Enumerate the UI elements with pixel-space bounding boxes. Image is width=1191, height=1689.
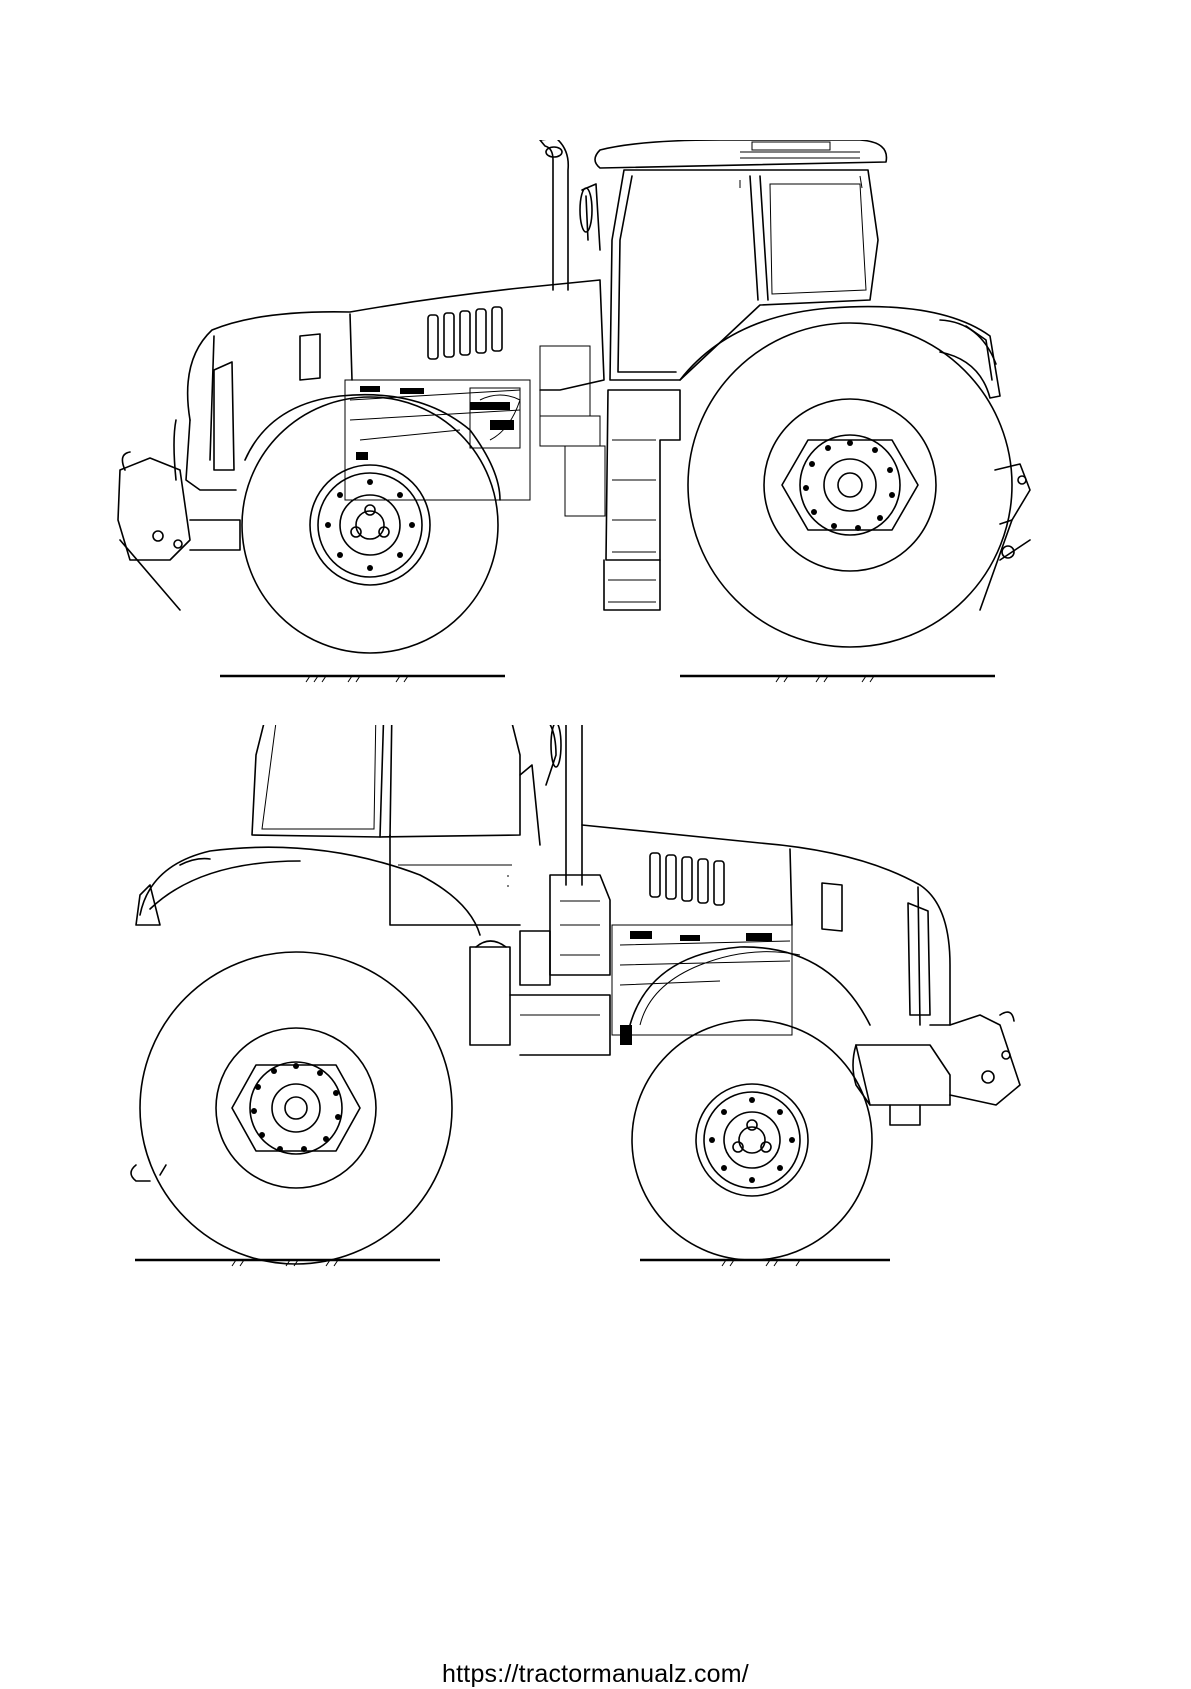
tractor-right-side-icon <box>0 140 1191 695</box>
tractor-side-view-top-illustration <box>0 140 1191 695</box>
tractor-left-side-icon <box>0 725 1191 1270</box>
tractor-side-view-bottom-illustration <box>0 725 1191 1270</box>
